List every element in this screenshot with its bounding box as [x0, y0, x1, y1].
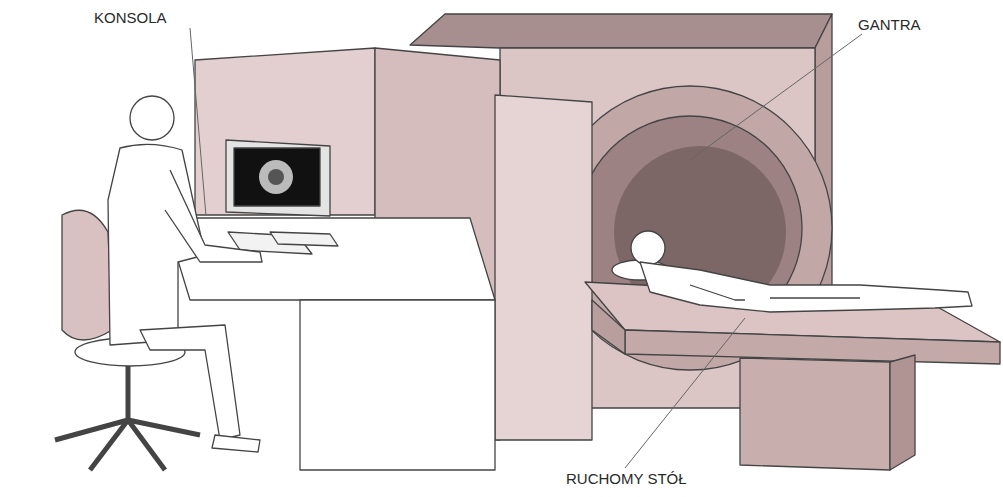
gantry-top: [410, 14, 832, 48]
partition-wall: [195, 48, 375, 215]
operator-head: [130, 96, 174, 140]
leader-line: [190, 28, 206, 216]
leader-line: [690, 34, 862, 160]
patient-head: [631, 231, 665, 265]
operator-shoe: [212, 435, 260, 452]
table-edge: [625, 330, 1000, 364]
scan-image: [259, 160, 293, 194]
partition-wall: [495, 95, 592, 440]
keyboard: [270, 232, 338, 246]
patient-body: [640, 262, 972, 312]
leader-line: [625, 318, 745, 468]
table-base: [740, 358, 890, 470]
part-label: KONSOLA: [94, 9, 167, 27]
table-edge: [592, 300, 625, 354]
operator-leg: [140, 325, 240, 440]
table-base: [890, 355, 915, 470]
part-label: GANTRA: [858, 16, 921, 34]
desk-front: [300, 300, 495, 470]
scan-image: [268, 169, 284, 185]
part-label: RUCHOMY STÓŁ: [566, 470, 687, 488]
monitor: [226, 140, 330, 216]
patient-detail: [690, 285, 860, 300]
chair-base: [55, 366, 200, 470]
monitor-screen: [234, 148, 320, 206]
chair-back: [62, 210, 112, 340]
operator-arm: [165, 170, 262, 262]
